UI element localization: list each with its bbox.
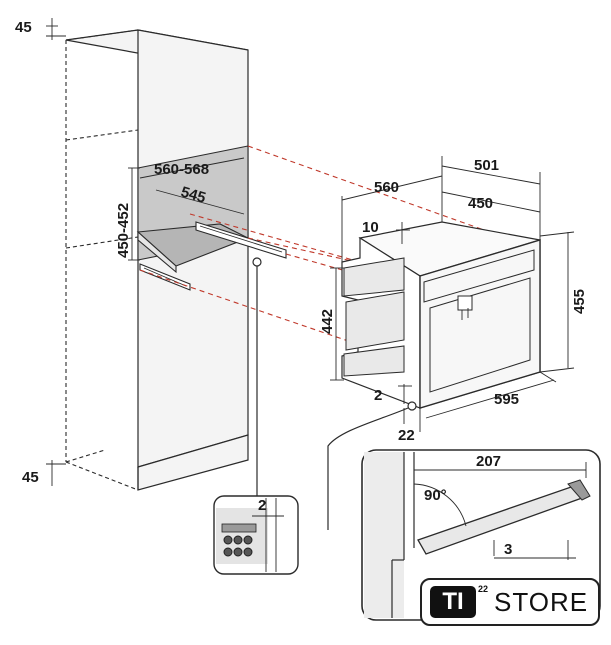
- dim-top-10: 10: [362, 219, 379, 236]
- dim-niche-depth: 545: [179, 184, 208, 207]
- dim-offset-22: 22: [398, 427, 415, 444]
- dim-cabinet-bottom: 45: [22, 469, 39, 486]
- cabinet-dimensions: 45 45 450-452 560-568 545: [15, 18, 245, 486]
- logo-superscript: 22: [478, 584, 489, 594]
- tall-cabinet: [65, 29, 287, 498]
- logo-word: STORE: [494, 587, 589, 617]
- store-logo: TI 22 STORE: [420, 578, 600, 626]
- dim-depth-560: 560: [374, 179, 399, 196]
- built-in-appliance: [341, 221, 541, 409]
- detail-door-opening: 207 90° 3: [361, 449, 601, 621]
- dim-height-442: 442: [319, 309, 336, 334]
- appliance-dimensions: 501 560 450 10 442 455 595 2 22: [319, 156, 588, 530]
- dim-depth-501: 501: [474, 157, 499, 174]
- dim-angle-90: 90°: [424, 487, 447, 504]
- dim-gap-2: 2: [374, 387, 382, 404]
- dim-door-207: 207: [476, 453, 501, 470]
- dim-clearance-3: 3: [504, 541, 512, 558]
- dim-cabinet-top: 45: [15, 19, 32, 36]
- dim-width-595: 595: [494, 391, 519, 408]
- dim-niche-width: 560-568: [154, 161, 209, 178]
- dim-depth-450: 450: [468, 195, 493, 212]
- mounting-rail: [139, 221, 287, 291]
- dim-niche-height: 450-452: [115, 203, 132, 258]
- logo-mark: TI: [430, 586, 476, 618]
- dim-detail-gap: 2: [258, 497, 266, 514]
- dim-height-455: 455: [571, 289, 588, 314]
- detail-rail-gap: 2: [213, 495, 299, 575]
